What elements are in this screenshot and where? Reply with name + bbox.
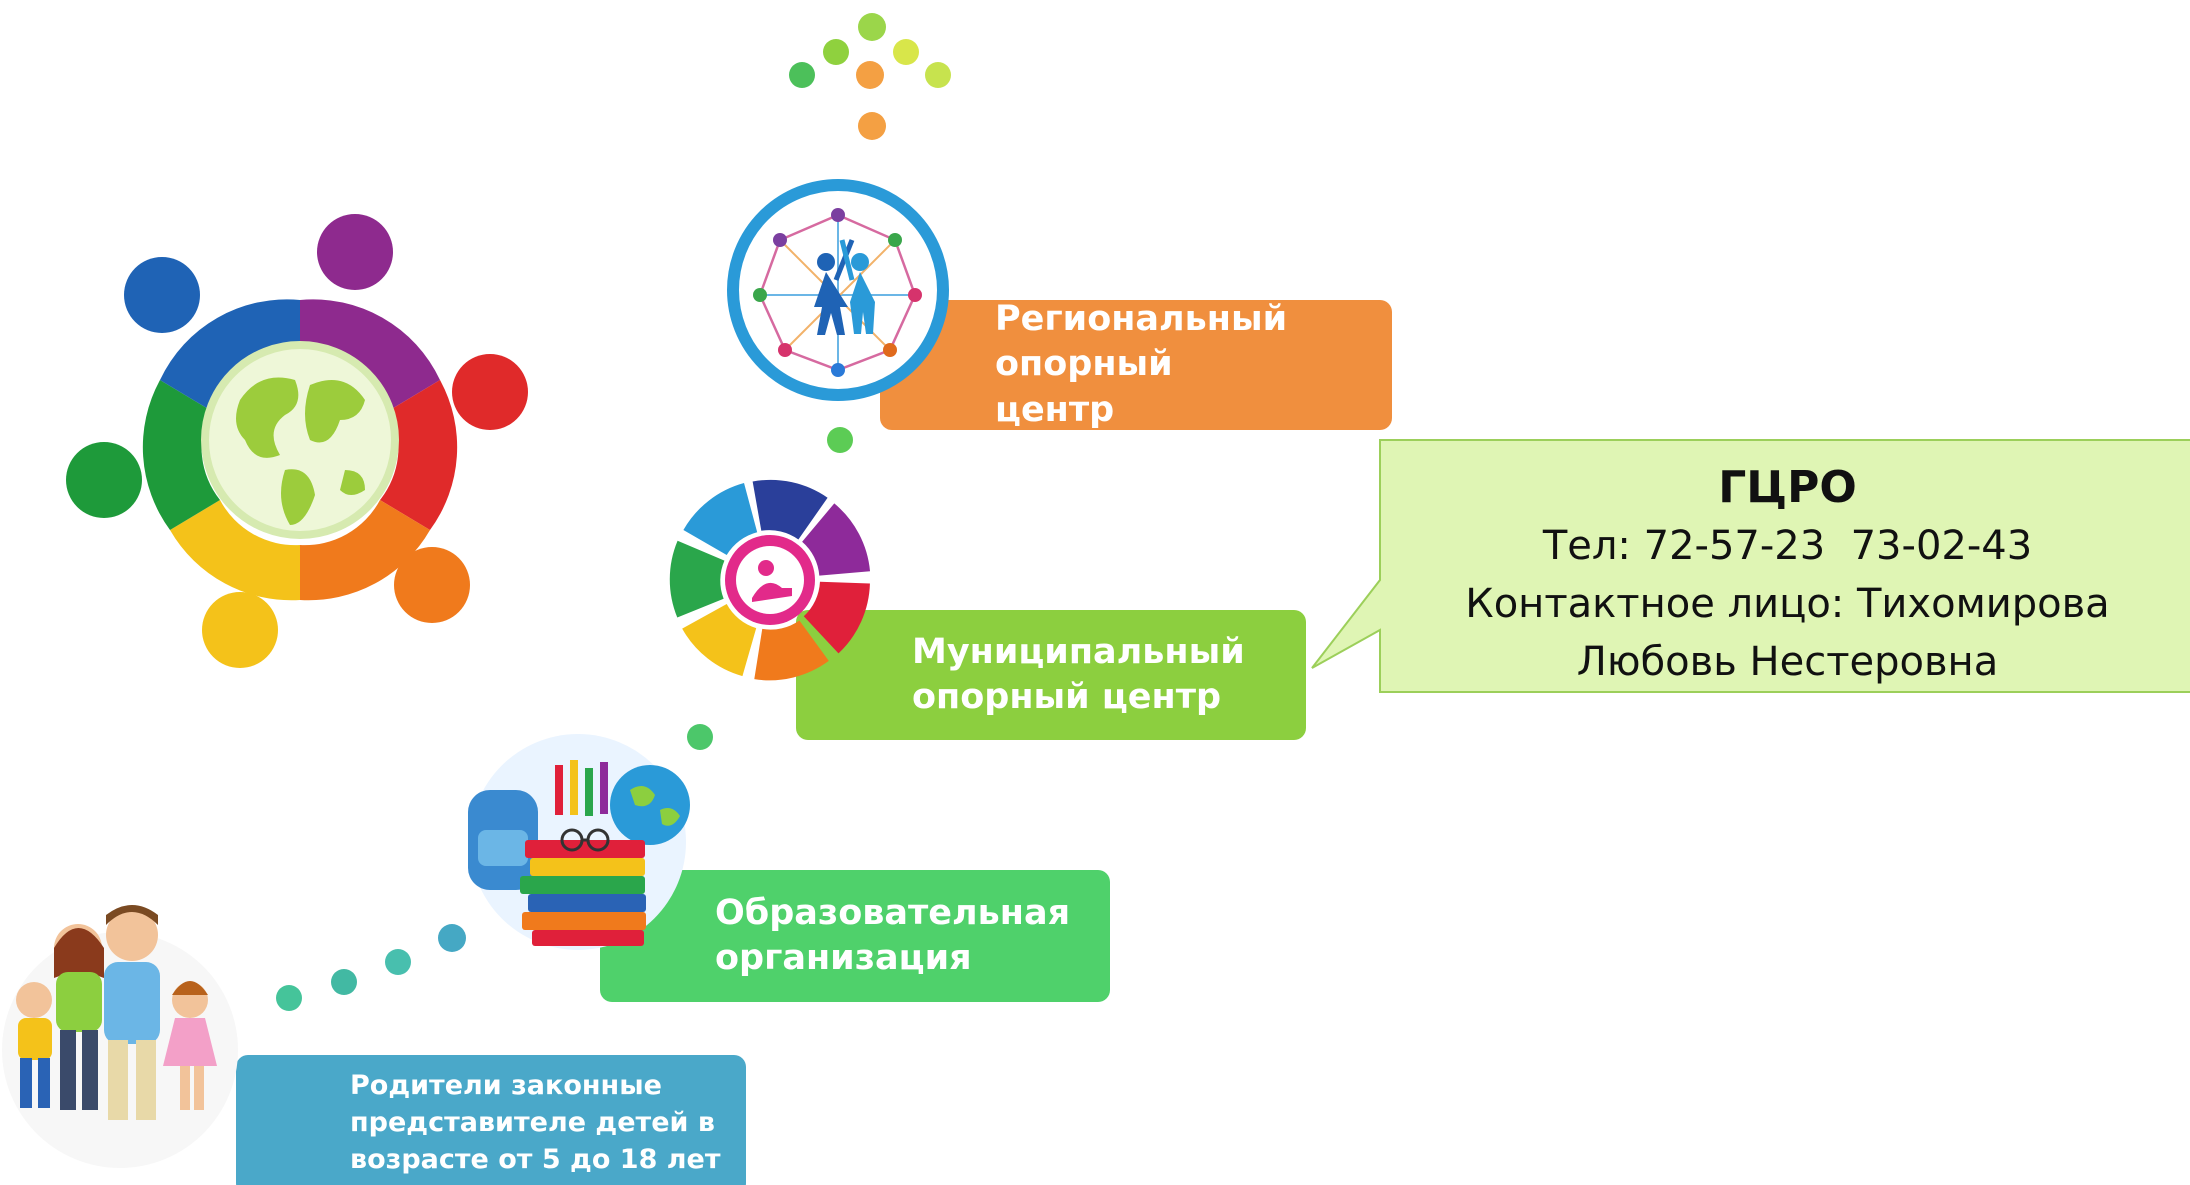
school-supplies-icon [468, 734, 690, 950]
regional-label: Региональный опорный центр [995, 299, 1287, 430]
callout-contact-line1: Контактное лицо: Тихомирова [1465, 581, 2110, 627]
callout-contact-line2: Любовь Нестеровна [1576, 639, 1999, 685]
callout-text: ГЦРО Тел: 72-57-23 73-02-43 Контактное л… [1380, 440, 2190, 710]
people-circle-globe-icon [66, 214, 528, 668]
top-dots [789, 13, 951, 140]
callout-title: ГЦРО [1718, 462, 1857, 513]
regional-box [880, 300, 1392, 430]
callout-bubble [1311, 439, 2190, 693]
parents-label: Родители законные представителе детей в … [350, 1060, 730, 1185]
callout-phone: Тел: 72-57-23 73-02-43 [1542, 523, 2033, 569]
organization-label: Образовательная организация [715, 880, 1075, 992]
activities-wheel-icon [669, 479, 871, 681]
children-network-icon [727, 179, 949, 401]
municipal-label-text: Муниципальный опорный центр [912, 631, 1245, 718]
organization-box [600, 870, 1110, 1002]
path-dots [276, 427, 853, 1011]
parents-box [236, 1055, 746, 1185]
municipal-box [796, 610, 1306, 740]
parents-label-text: Родители законные представителе детей в … [350, 1069, 721, 1176]
regional-label-text: Региональный опорный центр [995, 298, 1288, 430]
family-icon [2, 905, 238, 1168]
organization-label-text: Образовательная организация [715, 892, 1071, 979]
municipal-label: Муниципальный опорный центр [912, 620, 1272, 730]
